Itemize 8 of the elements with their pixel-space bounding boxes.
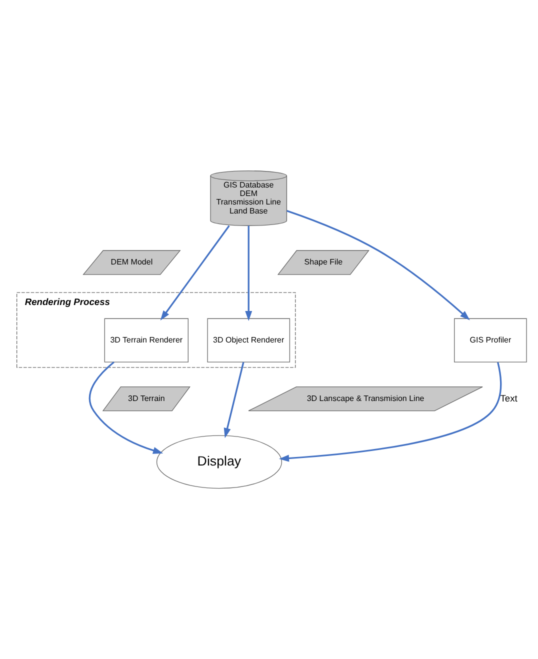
arrow [245,226,252,322]
arrow [278,362,502,462]
arrow [160,225,230,321]
node-ellipse: Display [156,435,282,489]
arrow [286,210,470,320]
arrow [88,362,164,454]
edge-label: Text [500,393,518,404]
arrow [224,362,244,438]
